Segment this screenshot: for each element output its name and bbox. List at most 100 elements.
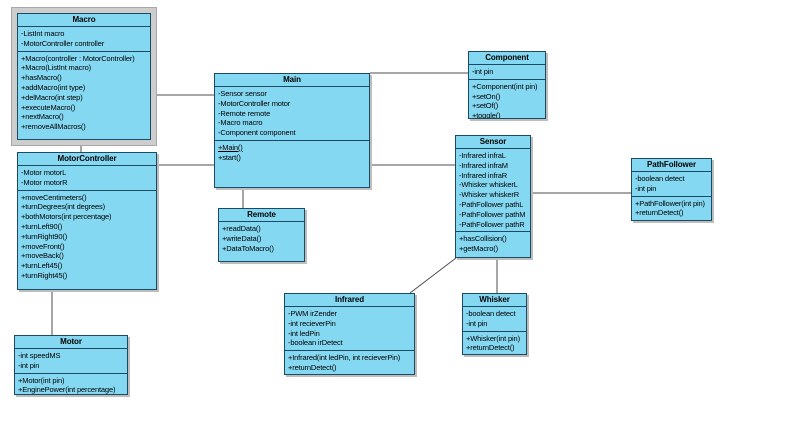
- attributes-compartment: -int speedMS-int pin: [15, 349, 127, 374]
- uml-method: +Whisker(int pin): [466, 333, 520, 343]
- methods-compartment: +Component(int pin)+setOn()+setOf()+togg…: [469, 80, 545, 119]
- uml-attribute: -int ledPin: [288, 328, 320, 338]
- uml-method: +Main(): [218, 142, 243, 152]
- uml-attribute: -MotorController motor: [218, 98, 291, 108]
- uml-method: +readData(): [222, 224, 261, 233]
- class-title-pathfollower: PathFollower: [632, 159, 711, 172]
- class-box-sensor[interactable]: Sensor-Infrared infraL-Infrared infraM-I…: [455, 135, 531, 258]
- class-title-sensor: Sensor: [456, 136, 530, 149]
- uml-attribute: -boolean detect: [635, 174, 685, 183]
- uml-method: +returnDetect(): [635, 208, 684, 218]
- class-title-component: Component: [469, 52, 545, 65]
- uml-method: +DataToMacro(): [222, 243, 274, 253]
- class-title-motor: Motor: [15, 336, 127, 349]
- class-box-infrared[interactable]: Infrared -PWM irZender-int recieverPin-in…: [284, 293, 415, 375]
- uml-method: +moveFront(): [21, 241, 65, 251]
- uml-method: +getMacro(): [459, 244, 498, 254]
- uml-method: +Motor(int pin): [18, 375, 65, 385]
- uml-method: +toggle(): [472, 111, 501, 119]
- uml-attribute: -Motor motorR: [21, 177, 68, 187]
- uml-attribute: -Whisker whiskerL: [459, 180, 518, 190]
- methods-compartment: +Motor(int pin)+EnginePower(int percenta…: [15, 374, 127, 395]
- uml-attribute: -int recieverPin: [288, 318, 336, 328]
- uml-attribute: -int speedMS: [18, 351, 61, 360]
- uml-attribute: -boolean irDetect: [288, 338, 343, 348]
- uml-method: +setOf(): [472, 101, 499, 111]
- uml-attribute: -Infrared infraL: [459, 151, 506, 160]
- class-box-remote[interactable]: Remote+readData()+writeData()+DataToMacr…: [218, 208, 305, 262]
- uml-method: +Component(int pin): [472, 81, 538, 91]
- uml-attribute: -Motor motorL: [21, 168, 67, 177]
- uml-attribute: -ListInt macro: [21, 29, 65, 38]
- methods-compartment: +PathFollower(int pin)+returnDetect(): [632, 197, 711, 220]
- class-title-motorcontroller: MotorController: [18, 153, 156, 166]
- methods-compartment: +hasCollision()+getMacro(): [456, 232, 530, 257]
- class-box-main[interactable]: Main-Sensor sensor-MotorController motor…: [214, 73, 370, 188]
- attributes-compartment: -int pin: [469, 65, 545, 80]
- class-title-whisker: Whisker: [463, 294, 526, 307]
- class-title-main: Main: [215, 74, 369, 87]
- uml-method: +Infrared(int ledPin, int recieverPin): [288, 353, 401, 363]
- uml-attribute: -Macro macro: [218, 118, 263, 128]
- uml-method: +EnginePower(int percentage): [18, 385, 116, 395]
- uml-attribute: -PWM irZender: [288, 309, 337, 318]
- class-box-pathfollower[interactable]: PathFollower-boolean detect-int pin+Path…: [631, 158, 712, 221]
- uml-attribute: -MotorController controller: [21, 38, 105, 48]
- attributes-compartment: -ListInt macro-MotorController controlle…: [18, 27, 150, 52]
- uml-attribute: -Remote remote: [218, 108, 271, 118]
- uml-method: +returnDetect(): [288, 362, 337, 372]
- methods-compartment: +Main()+start(): [215, 141, 369, 187]
- uml-method: +hasCollision(): [459, 234, 507, 244]
- uml-attribute: -Component component: [218, 128, 296, 138]
- uml-attribute: -int pin: [466, 318, 488, 328]
- uml-method: +hasMacro(): [21, 73, 62, 83]
- uml-attribute: -int pin: [18, 360, 40, 370]
- uml-method: +delMacro(int step): [21, 92, 83, 102]
- class-box-whisker[interactable]: Whisker-boolean detect-int pin+Whisker(i…: [462, 293, 527, 355]
- uml-method: +moveBack(): [21, 251, 64, 261]
- uml-method: +moveCentimeters(): [21, 192, 87, 202]
- attributes-compartment: -Infrared infraL-Infrared infraM-Infrare…: [456, 149, 530, 233]
- methods-compartment: +Whisker(int pin)+returnDetect(): [463, 332, 526, 354]
- methods-compartment: +Infrared(int ledPin, int recieverPin)+r…: [285, 351, 414, 374]
- uml-attribute: -Whisker whiskerR: [459, 190, 519, 200]
- uml-method: +setOn(): [472, 91, 501, 101]
- class-box-motor[interactable]: Motor-int speedMS-int pin+Motor(int pin)…: [14, 335, 128, 395]
- uml-method: +turnDegrees(int degrees): [21, 202, 106, 212]
- uml-method: +turnRight90(): [21, 231, 68, 241]
- class-title-remote: Remote: [219, 209, 304, 222]
- class-title-infrared: Infrared: [285, 294, 414, 307]
- attributes-compartment: -Sensor sensor-MotorController motor-Rem…: [215, 87, 369, 141]
- methods-compartment: +moveCentimeters()+turnDegrees(int degre…: [18, 191, 156, 289]
- class-title-macro: Macro: [18, 14, 150, 27]
- uml-attribute: -Infrared infraR: [459, 170, 508, 180]
- uml-method: +PathFollower(int pin): [635, 198, 705, 208]
- association-connector-sensor-infrared[interactable]: [409, 257, 457, 294]
- uml-method: +turnRight45(): [21, 270, 68, 280]
- uml-attribute: -PathFollower pathM: [459, 209, 526, 219]
- attributes-compartment: -boolean detect-int pin: [463, 307, 526, 332]
- uml-attribute: -int pin: [472, 67, 494, 76]
- uml-method: +addMacro(int type): [21, 82, 86, 92]
- class-box-component[interactable]: Component-int pin+Component(int pin)+set…: [468, 51, 546, 119]
- class-box-macro[interactable]: Macro-ListInt macro-MotorController cont…: [17, 13, 151, 140]
- uml-attribute: -PathFollower pathL: [459, 199, 524, 209]
- uml-method: +removeAllMacros(): [21, 122, 86, 132]
- uml-method: +nextMacro(): [21, 112, 64, 122]
- uml-method: +turnLeft90(): [21, 221, 63, 231]
- methods-compartment: +readData()+writeData()+DataToMacro(): [219, 222, 304, 261]
- uml-attribute: -Sensor sensor: [218, 89, 267, 98]
- uml-method: +writeData(): [222, 233, 262, 243]
- class-box-motorcontroller[interactable]: MotorController -Motor motorL-Motor motor…: [17, 152, 157, 290]
- uml-method: +turnLeft45(): [21, 261, 63, 271]
- uml-method: +bothMotors(int percentage): [21, 212, 112, 222]
- uml-attribute: -boolean detect: [466, 309, 516, 318]
- methods-compartment: +Macro(controller : MotorController)+Mac…: [18, 52, 150, 139]
- uml-attribute: -PathFollower pathR: [459, 219, 525, 229]
- uml-method: +Macro(ListInt macro): [21, 63, 91, 73]
- uml-method: +Macro(controller : MotorController): [21, 53, 135, 63]
- uml-method: +start(): [218, 152, 241, 162]
- uml-method: +executeMacro(): [21, 102, 76, 112]
